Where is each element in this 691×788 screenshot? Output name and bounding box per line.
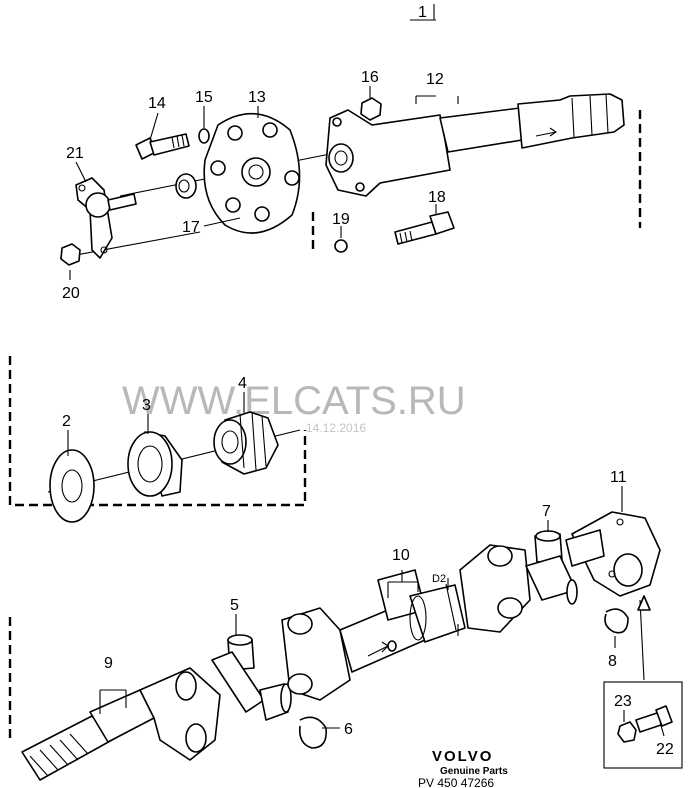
rear-yoke bbox=[459, 544, 531, 633]
watermark-date: 14.12.2016 bbox=[306, 421, 366, 435]
callout-18: 18 bbox=[428, 189, 446, 206]
sheet-number-box: 1 bbox=[410, 4, 436, 21]
watermark-text: WWW.ELCATS.RU bbox=[122, 379, 466, 423]
brand-block: VOLVO Genuine Parts PV 450 47266 bbox=[418, 748, 508, 788]
assembly-boundary-lines bbox=[8, 110, 642, 740]
bearing-housing-4 bbox=[213, 411, 279, 475]
drawing-code: PV 450 47266 bbox=[418, 776, 494, 788]
callout-15: 15 bbox=[195, 89, 213, 106]
flexible-coupling-disc bbox=[203, 112, 301, 234]
callout-19: 19 bbox=[332, 211, 350, 228]
dimension-d2: D2 bbox=[432, 573, 446, 585]
bearing-3 bbox=[127, 431, 183, 497]
callout-9: 9 bbox=[104, 655, 113, 672]
callout-4: 4 bbox=[238, 375, 247, 392]
callout-12: 12 bbox=[426, 71, 444, 88]
companion-flange-11 bbox=[565, 511, 661, 597]
callout-2: 2 bbox=[62, 413, 71, 430]
propeller-shaft-front bbox=[325, 93, 625, 197]
circlip-6 bbox=[298, 716, 328, 749]
brand-tagline: Genuine Parts bbox=[440, 766, 508, 777]
callout-22: 22 bbox=[656, 741, 674, 758]
splined-stub-shaft-9 bbox=[21, 689, 155, 781]
callout-6: 6 bbox=[344, 721, 353, 738]
fastener-inset-box bbox=[603, 595, 683, 769]
slip-yoke bbox=[139, 667, 221, 761]
callout-numbers: 12 13 14 15 16 17 18 19 20 21 2 3 4 5 6 … bbox=[62, 69, 674, 758]
universal-joint-cross-7 bbox=[525, 530, 578, 605]
callout-10: 10 bbox=[392, 547, 410, 564]
bolt-18 bbox=[394, 211, 455, 245]
callout-17: 17 bbox=[182, 219, 200, 236]
callout-7: 7 bbox=[542, 503, 551, 520]
callout-8: 8 bbox=[608, 653, 617, 670]
callout-20: 20 bbox=[62, 285, 80, 302]
callout-16: 16 bbox=[361, 69, 379, 86]
nut-20 bbox=[60, 243, 81, 266]
callout-21: 21 bbox=[66, 145, 84, 162]
callout-14: 14 bbox=[148, 95, 166, 112]
seal-ring-2 bbox=[49, 449, 95, 523]
nut-16 bbox=[360, 97, 382, 121]
callout-leader-lines bbox=[67, 86, 665, 737]
washer-19 bbox=[334, 239, 348, 253]
volvo-logo-text: VOLVO bbox=[432, 748, 493, 765]
intermediate-yoke-tube bbox=[281, 599, 426, 701]
callout-3: 3 bbox=[142, 397, 151, 414]
callout-13: 13 bbox=[248, 89, 266, 106]
washer-15 bbox=[198, 128, 210, 144]
bolt-14 bbox=[135, 133, 190, 160]
callout-11: 11 bbox=[610, 469, 627, 486]
flange-yoke-21 bbox=[75, 177, 137, 259]
sheet-number: 1 bbox=[418, 4, 427, 21]
universal-joint-cross-5 bbox=[211, 634, 292, 721]
callout-5: 5 bbox=[230, 597, 239, 614]
bushing-17 bbox=[175, 173, 197, 199]
circlip-8 bbox=[604, 608, 629, 634]
callout-23: 23 bbox=[614, 693, 632, 710]
